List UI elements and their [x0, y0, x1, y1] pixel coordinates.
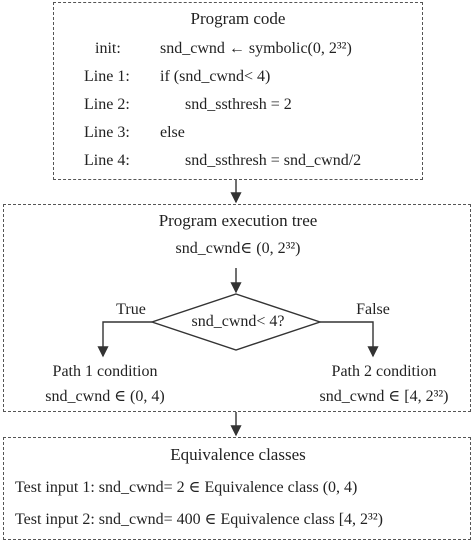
code-text-line1: if (snd_cwnd< 4)	[160, 68, 271, 85]
test-input-2: Test input 2: snd_cwnd= 400 ∈ Equivalenc…	[15, 511, 383, 528]
tree-root-condition: snd_cwnd∈ (0, 2³²)	[175, 240, 301, 257]
code-label-line2: Line 2:	[84, 96, 130, 113]
path1-title: Path 1 condition	[52, 363, 158, 380]
code-label-line3: Line 3:	[84, 124, 130, 141]
execution-tree-title: Program execution tree	[158, 211, 318, 230]
equivalence-title: Equivalence classes	[170, 445, 306, 464]
code-label-init: init:	[95, 40, 121, 57]
arrow-false-branch	[320, 321, 379, 358]
code-text-line4: snd_ssthresh = snd_cwnd/2	[185, 152, 362, 169]
path2-title: Path 2 condition	[331, 363, 437, 380]
equivalence-classes-box	[3, 437, 471, 540]
decision-label: snd_cwnd< 4?	[191, 313, 285, 330]
program-code-title: Program code	[190, 9, 286, 28]
decision-diamond	[149, 293, 323, 351]
code-label-line1: Line 1:	[84, 68, 130, 85]
code-text-init: snd_cwnd ← symbolic(0, 2³²)	[160, 40, 352, 57]
code-text-line3: else	[160, 124, 185, 141]
execution-tree-box	[3, 204, 471, 412]
path1-value: snd_cwnd ∈ (0, 4)	[45, 388, 165, 405]
true-branch-label: True	[116, 301, 146, 318]
code-text-line2: snd_ssthresh = 2	[185, 96, 292, 113]
path2-value: snd_cwnd ∈ [4, 2³²)	[319, 388, 449, 405]
arrow-true-branch	[97, 321, 152, 358]
code-label-line4: Line 4:	[84, 152, 130, 169]
program-code-box	[53, 2, 423, 180]
test-input-1: Test input 1: snd_cwnd= 2 ∈ Equivalence …	[15, 479, 358, 496]
false-branch-label: False	[356, 301, 390, 318]
